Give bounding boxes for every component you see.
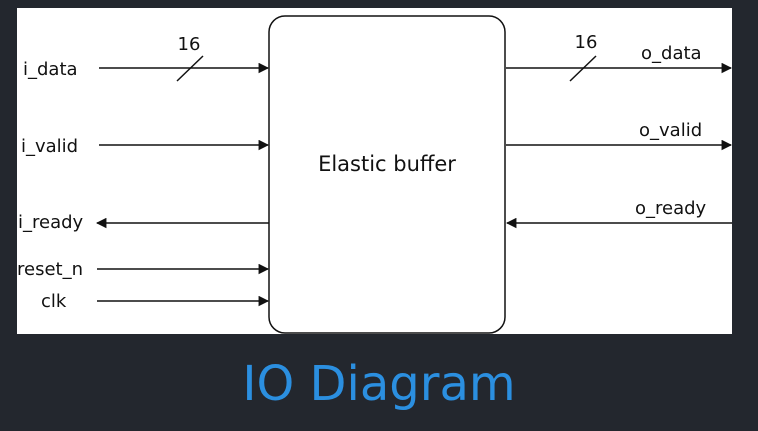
bus-width-o-data: 16	[575, 32, 598, 53]
elastic-buffer-block	[268, 15, 506, 334]
io-diagram: Elastic buffer i_data 16 i_valid i_ready…	[17, 15, 732, 334]
diagram-panel: Elastic buffer i_data 16 i_valid i_ready…	[17, 8, 732, 334]
signal-label-clk: clk	[41, 291, 67, 312]
diagram-caption: IO Diagram	[242, 356, 516, 412]
bus-width-i-data: 16	[178, 34, 201, 55]
signal-label-o-ready: o_ready	[635, 198, 707, 219]
signal-label-o-valid: o_valid	[639, 120, 702, 141]
block-label: Elastic buffer	[318, 152, 456, 176]
bus-slash-i-data	[176, 55, 204, 82]
signal-label-i-data: i_data	[23, 59, 78, 80]
signal-label-i-ready: i_ready	[18, 212, 84, 233]
bus-slash-o-data	[569, 55, 597, 82]
signal-label-o-data: o_data	[641, 43, 702, 64]
signal-label-i-valid: i_valid	[21, 136, 78, 157]
signal-label-reset-n: reset_n	[17, 259, 83, 280]
